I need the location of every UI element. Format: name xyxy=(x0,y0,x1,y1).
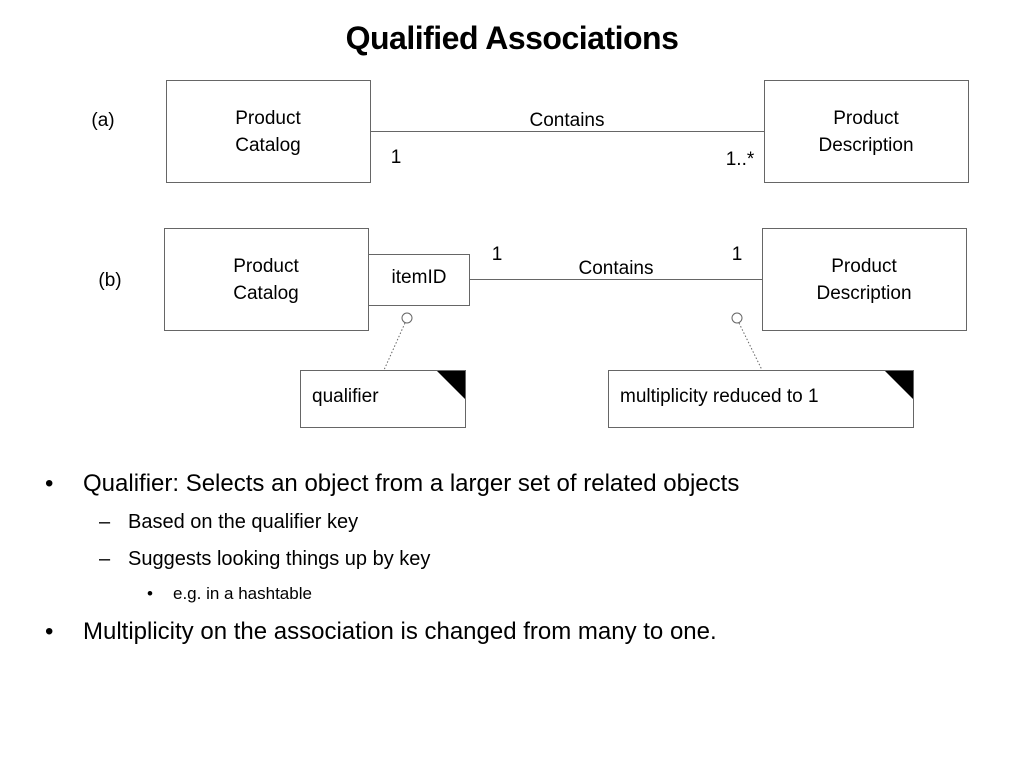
multiplicity-left-a: 1 xyxy=(391,147,402,168)
association-name-b: Contains xyxy=(579,258,654,279)
class-name-line: Catalog xyxy=(233,283,299,304)
class-box-product-description-b: Product Description xyxy=(762,228,967,331)
bullet-item: • Multiplicity on the association is cha… xyxy=(45,618,717,646)
note-anchor-circle xyxy=(401,312,413,324)
bullet-text: Based on the qualifier key xyxy=(128,511,359,533)
slide-title: Qualified Associations xyxy=(345,20,679,56)
class-box-product-description-a: Product Description xyxy=(764,80,969,183)
multiplicity-right-b: 1 xyxy=(732,244,743,265)
diagram-a-label: (a) xyxy=(91,110,114,131)
class-name-line: Product xyxy=(233,256,299,277)
qualifier-box-itemid: itemID xyxy=(368,254,470,306)
note-text: qualifier xyxy=(312,386,379,407)
multiplicity-left-b: 1 xyxy=(492,244,503,265)
class-name-line: Catalog xyxy=(235,135,301,156)
bullet-marker: • xyxy=(45,470,54,497)
bullet-marker: – xyxy=(99,548,111,570)
note-text: multiplicity reduced to 1 xyxy=(620,386,819,407)
bullet-marker: • xyxy=(45,618,54,645)
bullet-text: Suggests looking things up by key xyxy=(128,548,431,570)
bullet-text: e.g. in a hashtable xyxy=(173,584,312,603)
multiplicity-right-a: 1..* xyxy=(726,149,755,170)
bullet-marker: – xyxy=(99,511,111,533)
class-name-line: Product xyxy=(831,256,897,277)
association-name-a: Contains xyxy=(530,110,605,131)
class-box-product-catalog-b: Product Catalog xyxy=(164,228,369,331)
class-box-product-catalog-a: Product Catalog xyxy=(166,80,371,183)
bullet-text: Multiplicity on the association is chang… xyxy=(83,618,717,645)
class-name-line: Product xyxy=(833,108,899,129)
note-corner-fold xyxy=(437,371,465,399)
bullet-item: – Suggests looking things up by key xyxy=(99,548,431,571)
bullet-item: • Qualifier: Selects an object from a la… xyxy=(45,470,740,498)
note-anchor-circle xyxy=(731,312,743,324)
note-qualifier: qualifier xyxy=(300,370,466,428)
note-multiplicity: multiplicity reduced to 1 xyxy=(608,370,914,428)
diagram-b-label: (b) xyxy=(98,270,121,291)
note-corner-fold xyxy=(885,371,913,399)
bullet-item: – Based on the qualifier key xyxy=(99,511,359,534)
bullet-text: Qualifier: Selects an object from a larg… xyxy=(83,470,740,497)
class-name-line: Description xyxy=(816,283,911,304)
note-connector-multiplicity xyxy=(738,322,763,371)
note-connector-qualifier xyxy=(383,322,406,371)
class-name-line: Product xyxy=(235,108,301,129)
qualifier-text: itemID xyxy=(392,267,447,288)
uml-diagram: (a) Product Catalog Product Description … xyxy=(91,80,969,428)
bullet-marker: • xyxy=(147,584,153,603)
class-name-line: Description xyxy=(818,135,913,156)
bullet-item: • e.g. in a hashtable xyxy=(147,584,312,604)
